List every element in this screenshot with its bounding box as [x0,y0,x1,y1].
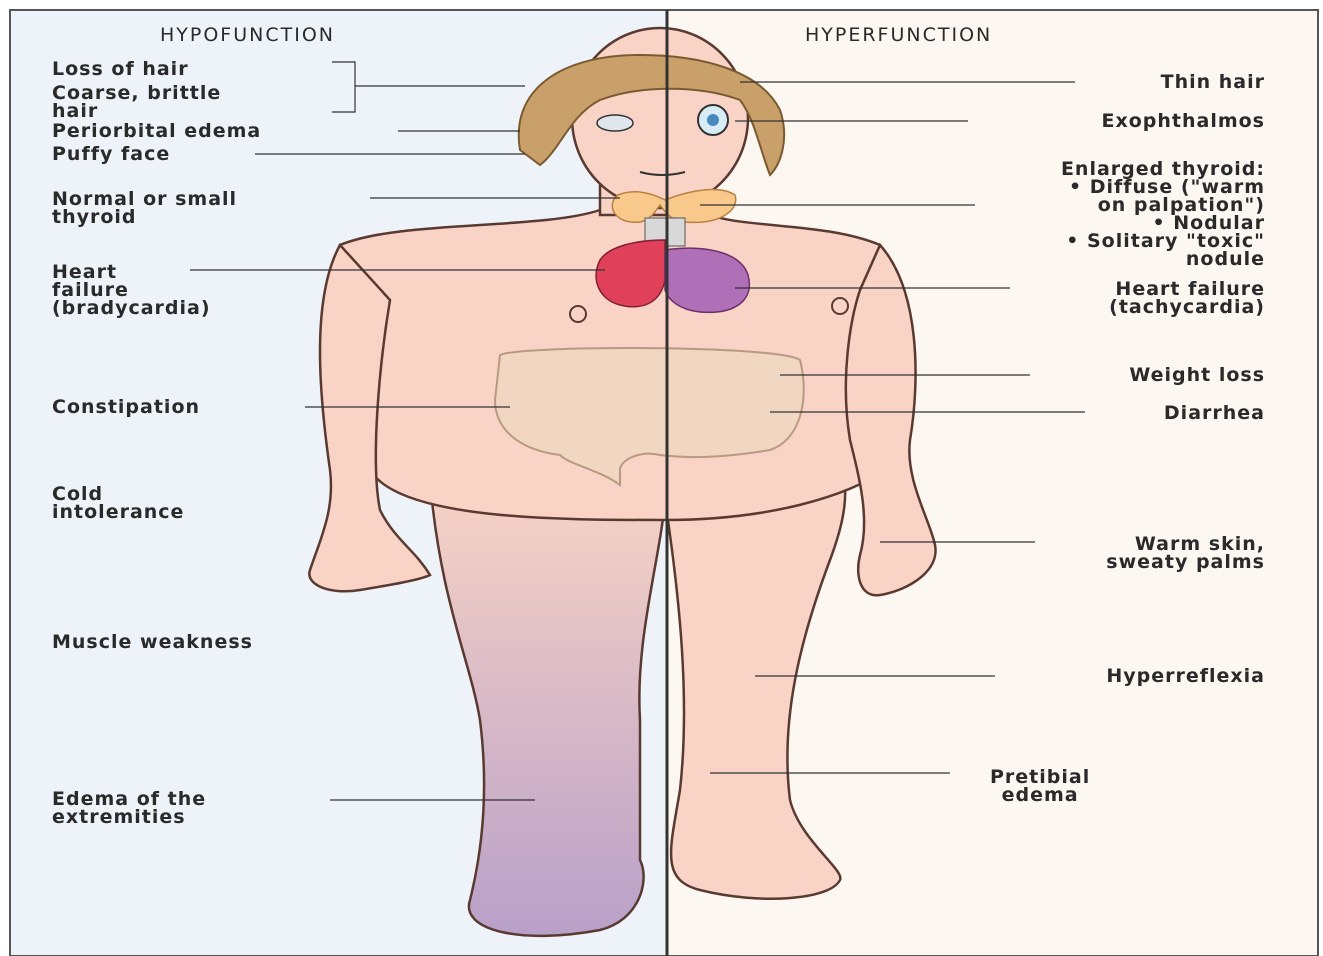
label-normal-small-thyroid: Normal or small thyroid [52,190,237,226]
label-enlarged-thyroid: Enlarged thyroid: • Diffuse ("warm on pa… [1061,160,1265,268]
label-periorbital-edema: Periorbital edema [52,122,261,140]
hypofunction-header: HYPOFUNCTION [160,24,335,46]
label-heart-failure-bradycardia: Heart failure (bradycardia) [52,263,211,317]
label-heart-failure-tachycardia: Heart failure (tachycardia) [1109,280,1265,316]
label-puffy-face: Puffy face [52,145,170,163]
hyperfunction-header: HYPERFUNCTION [805,24,992,46]
label-exophthalmos: Exophthalmos [1101,112,1265,130]
label-pretibial-edema: Pretibial edema [990,768,1090,804]
right-iris [707,114,719,126]
label-muscle-weakness: Muscle weakness [52,633,253,651]
label-hyperreflexia: Hyperreflexia [1106,667,1265,685]
label-constipation: Constipation [52,398,200,416]
label-weight-loss: Weight loss [1129,366,1265,384]
label-thin-hair: Thin hair [1161,73,1265,91]
left-eye [597,115,633,131]
label-diarrhea: Diarrhea [1164,404,1265,422]
label-loss-of-hair: Loss of hair [52,60,189,78]
label-warm-skin-sweaty-palms: Warm skin, sweaty palms [1106,535,1265,571]
label-cold-intolerance: Cold intolerance [52,485,184,521]
label-coarse-brittle-hair: Coarse, brittle hair [52,84,221,120]
label-edema-extremities: Edema of the extremities [52,790,206,826]
